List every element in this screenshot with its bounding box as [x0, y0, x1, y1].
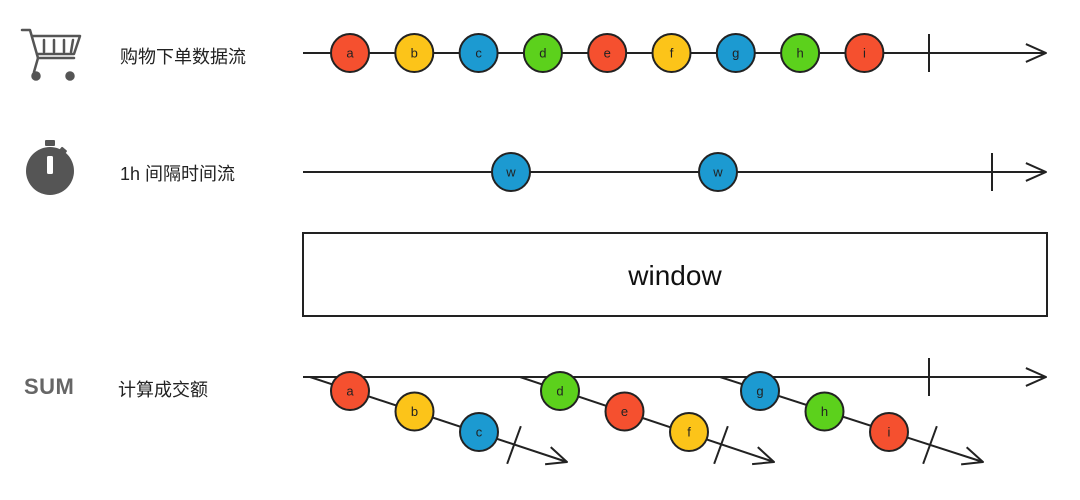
sum-marble-g: g [740, 371, 780, 411]
sum-stream-line [303, 367, 1047, 387]
sum-marble-c: c [459, 412, 499, 452]
svg-text:w: w [712, 165, 723, 180]
order-marble-h: h [780, 33, 821, 73]
svg-text:g: g [756, 384, 763, 399]
sum-marble-f: f [669, 412, 709, 452]
timer-stream-line [303, 162, 1047, 182]
sum-tag: SUM [24, 374, 75, 399]
sum-window-3-tick [922, 425, 938, 465]
sum-marble-d: d [540, 371, 580, 411]
timer-marble-1: w [491, 152, 531, 192]
svg-text:d: d [539, 46, 546, 61]
order-marble-c: c [458, 33, 499, 73]
timer-stream-label: 1h 间隔时间流 [120, 164, 236, 184]
order-marble-b: b [394, 33, 435, 73]
orders-stream-label: 购物下单数据流 [120, 47, 246, 67]
order-marble-e: e [587, 33, 628, 73]
svg-text:h: h [796, 46, 803, 61]
svg-text:c: c [476, 425, 483, 440]
order-marble-d: d [522, 33, 563, 73]
svg-text:e: e [621, 404, 628, 419]
sum-marble-a: a [330, 371, 370, 411]
sum-window-2-tick [713, 425, 729, 465]
svg-text:i: i [863, 46, 866, 61]
stopwatch-icon [26, 140, 74, 195]
svg-text:b: b [411, 404, 418, 419]
sum-marble-i: i [869, 412, 909, 452]
sum-marble-e: e [604, 391, 645, 432]
svg-text:d: d [556, 384, 563, 399]
svg-text:w: w [505, 165, 516, 180]
svg-text:f: f [670, 46, 674, 61]
svg-text:g: g [732, 46, 739, 61]
svg-text:a: a [346, 384, 354, 399]
window-label: window [627, 260, 722, 291]
order-marble-g: g [715, 33, 756, 73]
timer-marble-2: w [698, 152, 738, 192]
sum-marble-b: b [394, 391, 435, 432]
svg-text:c: c [475, 46, 482, 61]
svg-text:a: a [346, 46, 354, 61]
order-marble-i: i [844, 33, 885, 73]
order-marble-a: a [330, 33, 370, 73]
sum-stream-label: 计算成交额 [118, 380, 208, 400]
sum-window-1-tick [506, 425, 522, 465]
shopping-cart-icon [20, 28, 82, 81]
window-box: window [302, 232, 1048, 317]
svg-text:f: f [687, 425, 691, 440]
svg-text:i: i [888, 425, 891, 440]
order-marble-f: f [651, 33, 692, 73]
svg-text:e: e [604, 46, 611, 61]
svg-text:h: h [821, 404, 828, 419]
svg-text:b: b [411, 46, 418, 61]
sum-marble-h: h [804, 391, 845, 432]
